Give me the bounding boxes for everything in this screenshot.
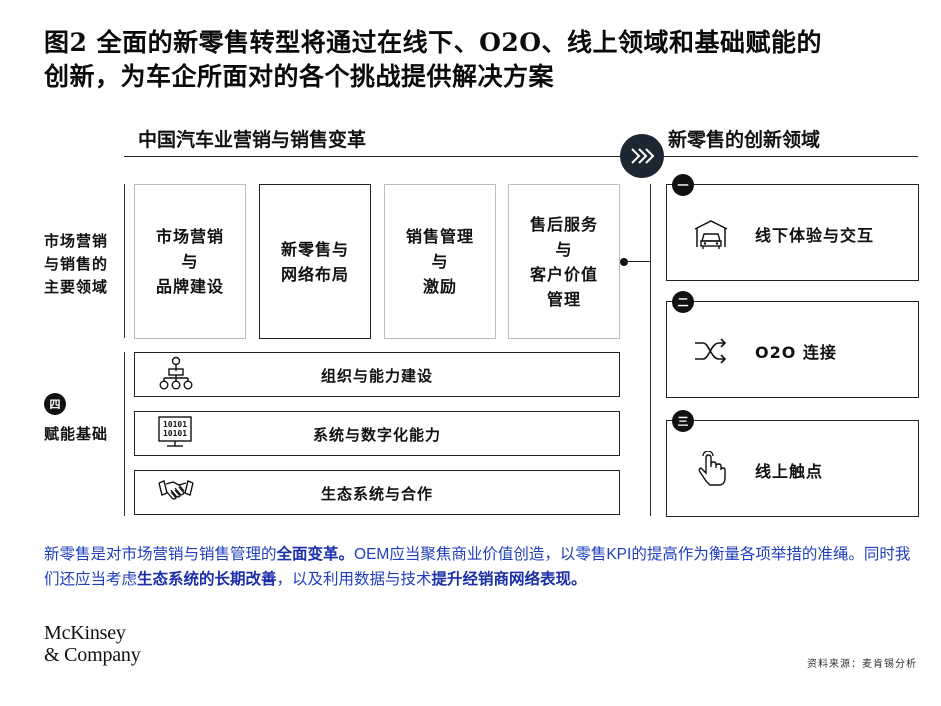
side-label-core-areas: 市场营销 与销售的 主要领域 xyxy=(44,232,109,296)
pillar-aftersales-customer-value: 售后服务 与 客户价值 管理 xyxy=(508,184,620,339)
title-line-1: 图2 全面的新零售转型将通过在线下、O2O、线上领域和基础赋能的 xyxy=(44,28,823,57)
forward-arrow-icon xyxy=(620,134,664,178)
figure-title: 图2 全面的新零售转型将通过在线下、O2O、线上领域和基础赋能的 创新，为车企所… xyxy=(44,26,924,94)
svg-text:10101: 10101 xyxy=(163,429,187,438)
left-header-rule xyxy=(124,156,622,157)
badge-three: 三 xyxy=(672,410,694,432)
bar-org-capability: 组织与能力建设 xyxy=(134,352,620,397)
badge-one: 一 xyxy=(672,174,694,196)
side-label-enablers: 赋能基础 xyxy=(44,425,109,443)
right-bracket-line xyxy=(650,184,651,516)
org-chart-icon xyxy=(157,356,195,394)
right-header-rule xyxy=(664,156,918,157)
right-box-offline-experience: 线下体验与交互 xyxy=(666,184,919,281)
pillar-sales-management: 销售管理 与 激励 xyxy=(384,184,496,339)
car-showroom-icon xyxy=(693,219,729,255)
handshake-icon xyxy=(157,477,195,509)
left-header: 中国汽车业营销与销售变革 xyxy=(138,129,367,151)
badge-two: 二 xyxy=(672,291,694,313)
bar-label: 生态系统与合作 xyxy=(320,485,433,503)
right-box-online-touchpoints: 线上触点 xyxy=(666,420,919,517)
bar-label: 系统与数字化能力 xyxy=(312,426,441,444)
bar-ecosystem-partnership: 生态系统与合作 xyxy=(134,470,620,515)
bar-label: 组织与能力建设 xyxy=(320,367,433,385)
enabler-bracket-line xyxy=(124,352,125,516)
shuffle-icon xyxy=(693,338,729,368)
bar-systems-digital: 10101 10101 系统与数字化能力 xyxy=(134,411,620,456)
right-box-o2o-connection: O2O 连接 xyxy=(666,301,919,398)
source-note: 资料来源：麦肯锡分析 xyxy=(807,659,917,670)
svg-text:10101: 10101 xyxy=(163,420,187,429)
title-line-2: 创新，为车企所面对的各个挑战提供解决方案 xyxy=(44,62,555,91)
mckinsey-logo: McKinsey & Company xyxy=(44,622,141,666)
right-box-label: O2O 连接 xyxy=(755,343,837,362)
core-bracket-line xyxy=(124,184,125,338)
pillar-marketing-brand: 市场营销 与 品牌建设 xyxy=(134,184,246,339)
right-box-label: 线下体验与交互 xyxy=(755,226,875,245)
touch-hand-icon xyxy=(695,450,727,491)
badge-four: 四 xyxy=(44,393,66,415)
connector-dot xyxy=(620,258,628,266)
connector-line xyxy=(624,261,650,262)
binary-monitor-icon: 10101 10101 xyxy=(157,415,193,453)
right-box-label: 线上触点 xyxy=(755,462,824,481)
pillar-new-retail-network: 新零售与 网络布局 xyxy=(259,184,371,339)
summary-note: 新零售是对市场营销与销售管理的全面变革。OEM应当聚焦商业价值创造，以零售KPI… xyxy=(44,546,911,588)
right-header: 新零售的创新领域 xyxy=(668,129,821,151)
